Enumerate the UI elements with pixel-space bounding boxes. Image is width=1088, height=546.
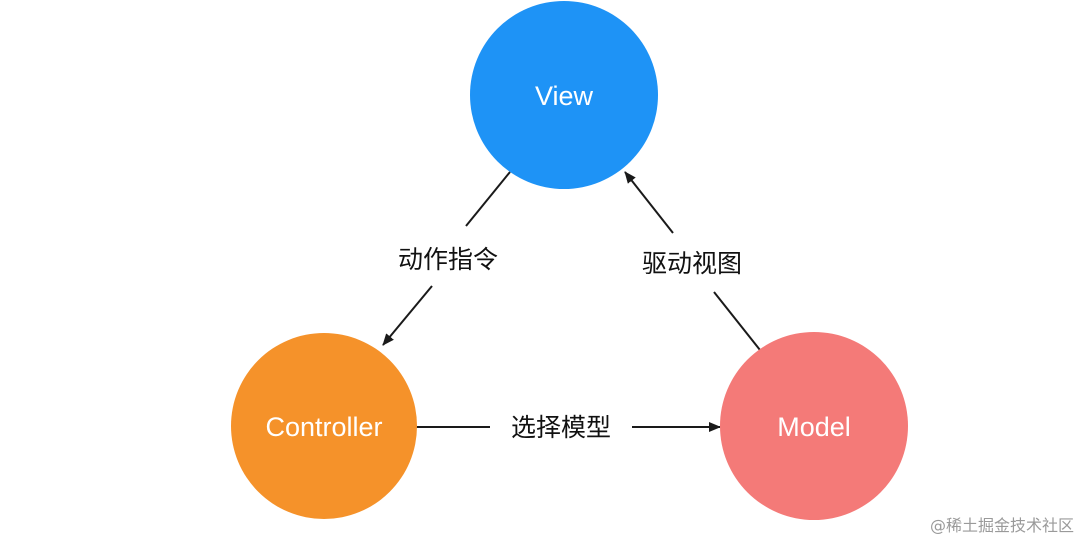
node-model-label: Model <box>777 412 851 442</box>
node-model: Model <box>720 332 908 520</box>
node-view-label: View <box>535 81 594 111</box>
node-view: View <box>470 1 658 189</box>
watermark-text: @稀土掘金技术社区 <box>929 516 1074 535</box>
node-controller: Controller <box>231 333 417 519</box>
edge-view-to-controller: 动作指令 <box>382 171 511 346</box>
node-controller-label: Controller <box>265 412 382 442</box>
node-view-circle <box>470 1 658 189</box>
edge-controller-to-model: 选择模型 <box>416 413 721 442</box>
edge-label-select-model: 选择模型 <box>511 413 611 442</box>
edge-line-model-view-lower <box>713 291 761 351</box>
edge-line-model-view-upper <box>624 171 674 234</box>
edge-line-view-controller-upper <box>465 171 511 227</box>
node-controller-circle <box>231 333 417 519</box>
edge-model-to-view: 驱动视图 <box>624 171 761 351</box>
node-model-circle <box>720 332 908 520</box>
edge-line-view-controller-lower <box>382 285 433 346</box>
edge-label-action-command: 动作指令 <box>398 245 498 274</box>
edge-label-drive-view: 驱动视图 <box>642 249 742 278</box>
